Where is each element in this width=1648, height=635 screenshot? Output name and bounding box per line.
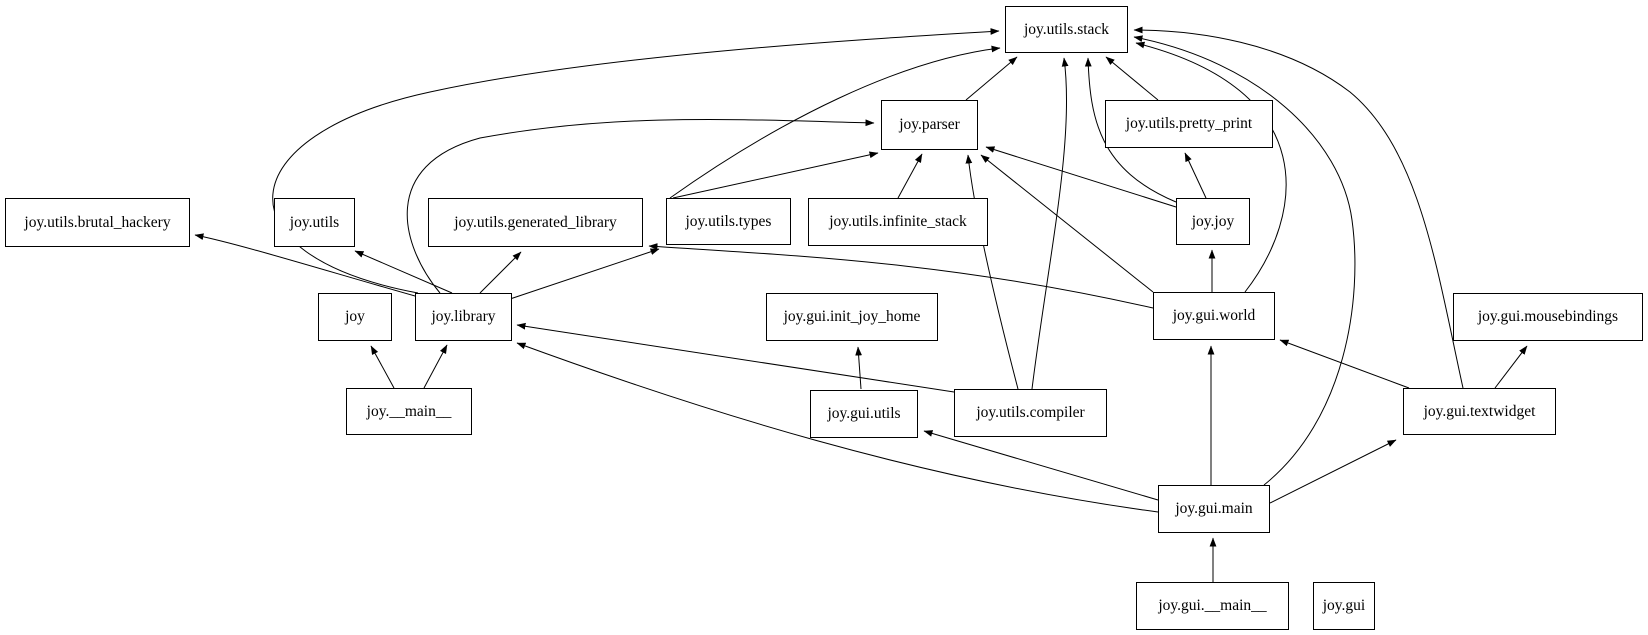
node-joy-gui-utils: joy.gui.utils xyxy=(810,390,918,438)
node-joy-library: joy.library xyxy=(415,293,512,341)
edge-joy-gui-textwidget-to-joy-gui-world xyxy=(1279,339,1410,389)
edge-joy-utils-compiler-to-joy-utils-stack xyxy=(1031,57,1069,390)
node-joy-gui-main: joy.gui.main xyxy=(1158,485,1270,533)
node-joy-gui-main: joy.gui.__main__ xyxy=(1136,582,1289,630)
node-joy-utils-types: joy.utils.types xyxy=(666,198,791,245)
edge-joy-joy-to-joy-utils-stack xyxy=(1084,57,1177,203)
node-label: joy.gui.__main__ xyxy=(1158,597,1267,614)
edge-joy-gui-main-to-joy-library xyxy=(516,342,1159,513)
edge-joy-gui-world-to-joy-parser xyxy=(980,154,1154,293)
edge-joy-library-to-joy-utils-generated-library xyxy=(479,251,522,294)
edge-joy-utils-infinite-stack-to-joy-parser xyxy=(897,153,923,199)
node-label: joy.utils.stack xyxy=(1023,20,1110,38)
edge-joy-gui-world-to-joy-utils-generated-library xyxy=(648,243,1154,309)
node-label: joy.library xyxy=(431,308,496,325)
edge-joy-main-to-joy-library xyxy=(423,344,448,389)
edge-joy-utils-compiler-to-joy-parser xyxy=(965,154,1019,390)
node-label: joy.gui.world xyxy=(1172,307,1256,324)
node-joy-main: joy.__main__ xyxy=(346,388,472,435)
edge-joy-utils-compiler-to-joy-library xyxy=(516,322,955,393)
node-label: joy.parser xyxy=(899,116,960,133)
node-joy-joy: joy.joy xyxy=(1176,198,1250,245)
edge-joy-library-to-joy-parser xyxy=(406,118,875,294)
edge-joy-gui-main-to-joy-utils-stack xyxy=(1133,35,1356,486)
node-joy-gui: joy.gui xyxy=(1313,582,1375,630)
node-joy-utils-compiler: joy.utils.compiler xyxy=(954,389,1107,437)
node-label: joy.gui.utils xyxy=(827,405,901,422)
node-label: joy.__main__ xyxy=(366,402,452,420)
node-label: joy xyxy=(345,308,365,325)
node-label: joy.gui.textwidget xyxy=(1423,402,1536,420)
edge-joy-library-to-joy-utils-brutal-hackery xyxy=(194,233,416,297)
edge-joy-utils-pretty-print-to-joy-utils-stack xyxy=(1105,56,1159,101)
edge-joy-library-to-joy-utils xyxy=(354,250,453,294)
node-joy-utils-brutal-hackery: joy.utils.brutal_hackery xyxy=(5,198,190,247)
edge-joy-main-to-joy xyxy=(370,345,395,389)
edge-joy-gui-utils-to-joy-gui-init-joy-home xyxy=(855,346,862,390)
node-joy: joy xyxy=(318,293,392,341)
node-label: joy.utils.infinite_stack xyxy=(829,213,967,230)
node-joy-utils-generated-library: joy.utils.generated_library xyxy=(428,198,643,247)
node-label: joy.utils.compiler xyxy=(976,404,1085,421)
node-joy-utils-infinite-stack: joy.utils.infinite_stack xyxy=(808,198,988,246)
edge-joy-joy-to-joy-parser xyxy=(985,146,1177,208)
edge-joy-joy-to-joy-utils-pretty-print xyxy=(1184,152,1207,199)
node-joy-utils-pretty-print: joy.utils.pretty_print xyxy=(1105,100,1273,148)
edge-joy-gui-main-to-joy-gui-utils xyxy=(923,430,1159,501)
edges-group xyxy=(194,26,1528,582)
edge-joy-gui-textwidget-to-joy-gui-mousebindings xyxy=(1494,345,1528,389)
node-joy-parser: joy.parser xyxy=(881,100,978,150)
node-label: joy.utils.generated_library xyxy=(454,213,617,231)
edge-joy-library-to-joy-utils-types xyxy=(509,248,660,300)
edge-joy-utils-types-to-joy-parser xyxy=(672,151,879,199)
edge-joy-gui-textwidget-to-joy-utils-stack xyxy=(1133,26,1464,389)
node-joy-utils: joy.utils xyxy=(274,198,355,247)
node-label: joy.utils.brutal_hackery xyxy=(24,213,171,231)
node-label: joy.utils.pretty_print xyxy=(1125,115,1253,132)
node-joy-gui-world: joy.gui.world xyxy=(1153,292,1275,340)
node-label: joy.gui.main xyxy=(1175,500,1253,517)
node-label: joy.gui xyxy=(1322,597,1366,614)
node-label: joy.utils.types xyxy=(685,212,772,230)
edge-joy-gui-main-to-joy-gui-textwidget xyxy=(1269,439,1397,504)
node-joy-gui-textwidget: joy.gui.textwidget xyxy=(1403,388,1556,435)
node-label: joy.gui.init_joy_home xyxy=(783,308,921,325)
edge-joy-gui-world-to-joy-utils-stack xyxy=(1135,41,1287,293)
node-joy-gui-init-joy-home: joy.gui.init_joy_home xyxy=(766,293,938,341)
node-label: joy.utils xyxy=(289,213,340,231)
node-joy-gui-mousebindings: joy.gui.mousebindings xyxy=(1453,293,1643,341)
node-joy-utils-stack: joy.utils.stack xyxy=(1005,6,1128,53)
node-label: joy.joy xyxy=(1191,212,1235,230)
edge-joy-parser-to-joy-utils-stack xyxy=(965,56,1018,101)
node-label: joy.gui.mousebindings xyxy=(1477,308,1619,325)
edge-joy-utils-types-to-joy-utils-stack xyxy=(669,45,1001,199)
edge-joy-library-to-joy-utils-stack xyxy=(272,28,1000,294)
